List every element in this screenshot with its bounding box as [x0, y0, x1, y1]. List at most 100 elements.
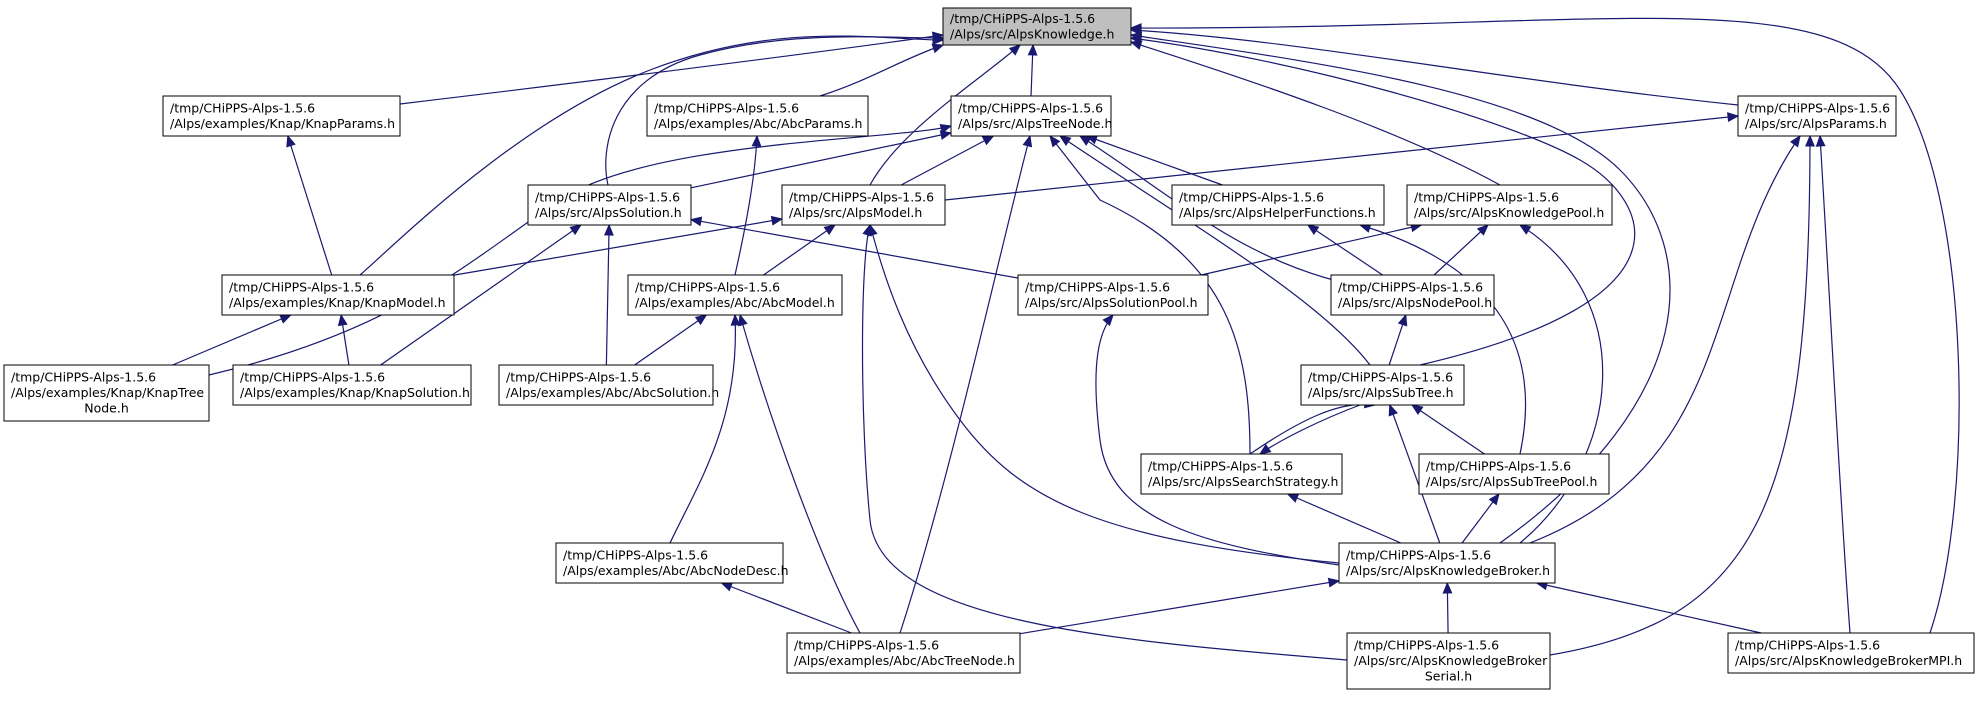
node-treenode[interactable]: /tmp/CHiPPS-Alps-1.5.6/Alps/src/AlpsTree… — [950, 95, 1112, 137]
node-box — [162, 95, 401, 137]
node-subtree[interactable]: /tmp/CHiPPS-Alps-1.5.6/Alps/src/AlpsSubT… — [1300, 364, 1465, 406]
node-knapsol[interactable]: /tmp/CHiPPS-Alps-1.5.6/Alps/examples/Kna… — [232, 364, 472, 406]
arrowhead-knaptree-to-treenode — [939, 124, 953, 134]
arrowhead-abctree-to-abcnodedesc — [720, 582, 734, 592]
node-nodepool[interactable]: /tmp/CHiPPS-Alps-1.5.6/Alps/src/AlpsNode… — [1330, 274, 1495, 316]
node-abcsol[interactable]: /tmp/CHiPPS-Alps-1.5.6/Alps/examples/Abc… — [498, 364, 719, 406]
arrowhead-abcsol-to-solution — [603, 223, 614, 236]
node-search[interactable]: /tmp/CHiPPS-Alps-1.5.6/Alps/src/AlpsSear… — [1140, 453, 1343, 495]
node-label-line: /tmp/CHiPPS-Alps-1.5.6 — [1426, 458, 1571, 473]
arrowhead-abcsol-to-abcmodel — [694, 314, 708, 326]
node-label-line: /Alps/src/AlpsKnowledgeBroker.h — [1346, 563, 1550, 578]
node-solution[interactable]: /tmp/CHiPPS-Alps-1.5.6/Alps/src/AlpsSolu… — [527, 184, 692, 226]
arrowhead-serial-to-params — [1805, 134, 1815, 147]
edge-abcmodel-to-abcparams — [734, 135, 758, 276]
arrowhead-serial-to-model — [862, 223, 872, 237]
node-box — [950, 95, 1112, 137]
node-label-line: Node.h — [84, 401, 129, 416]
edge-nodepool-to-kpool — [1433, 224, 1489, 276]
edge-kpool-to-knowledge — [1130, 41, 1501, 186]
edge-abctree-to-abcnodedesc — [721, 582, 852, 634]
node-params[interactable]: /tmp/CHiPPS-Alps-1.5.6/Alps/src/AlpsPara… — [1737, 95, 1897, 137]
arrowhead-model-to-params — [1727, 112, 1740, 122]
node-label-line: /tmp/CHiPPS-Alps-1.5.6 — [535, 189, 680, 204]
node-box — [1346, 632, 1551, 690]
arrowhead-subtree-to-search — [1258, 443, 1272, 455]
node-label-line: /Alps/src/AlpsSolutionPool.h — [1025, 295, 1198, 310]
node-serial[interactable]: /tmp/CHiPPS-Alps-1.5.6/Alps/src/AlpsKnow… — [1346, 632, 1551, 690]
node-box — [3, 364, 210, 422]
arrowhead-serial-to-broker — [1442, 581, 1453, 594]
node-label-line: /Alps/src/AlpsTreeNode.h — [958, 116, 1112, 131]
node-label-line: /Alps/examples/Abc/AbcParams.h — [654, 116, 862, 131]
node-model[interactable]: /tmp/CHiPPS-Alps-1.5.6/Alps/src/AlpsMode… — [781, 184, 946, 226]
arrowhead-knaptree-to-knapmodel — [279, 314, 292, 324]
node-label-line: Serial.h — [1425, 669, 1472, 684]
node-label-line: /tmp/CHiPPS-Alps-1.5.6 — [1308, 369, 1453, 384]
node-box — [786, 632, 1021, 674]
node-box — [1017, 274, 1209, 316]
node-box — [1140, 453, 1343, 495]
arrowhead-knapsol-to-knapmodel — [337, 313, 348, 327]
arrowhead-broker-to-stpool — [1488, 492, 1500, 506]
node-label-line: /tmp/CHiPPS-Alps-1.5.6 — [789, 189, 934, 204]
node-box — [498, 364, 714, 406]
node-box — [1338, 542, 1556, 584]
node-label-line: /tmp/CHiPPS-Alps-1.5.6 — [1735, 637, 1880, 652]
node-helper[interactable]: /tmp/CHiPPS-Alps-1.5.6/Alps/src/AlpsHelp… — [1171, 184, 1385, 226]
node-label-line: /Alps/src/AlpsHelperFunctions.h — [1179, 205, 1376, 220]
node-stpool[interactable]: /tmp/CHiPPS-Alps-1.5.6/Alps/src/AlpsSubT… — [1418, 453, 1610, 495]
node-knaptree[interactable]: /tmp/CHiPPS-Alps-1.5.6/Alps/examples/Kna… — [3, 364, 210, 422]
node-box — [555, 542, 784, 584]
node-mpi[interactable]: /tmp/CHiPPS-Alps-1.5.6/Alps/src/AlpsKnow… — [1727, 632, 1975, 674]
edge-abcmodel-to-model — [763, 224, 836, 276]
node-abcparams[interactable]: /tmp/CHiPPS-Alps-1.5.6/Alps/examples/Abc… — [646, 95, 869, 137]
edge-solpool-to-solution — [690, 218, 1019, 279]
node-label-line: /tmp/CHiPPS-Alps-1.5.6 — [958, 100, 1103, 115]
arrowhead-knapsol-to-solution — [569, 224, 582, 236]
arrowhead-abcnodedesc-to-abcmodel — [730, 313, 741, 326]
edge-stpool-to-helper — [1359, 224, 1527, 455]
arrowhead-broker-to-knowledge — [1129, 31, 1143, 42]
node-label-line: /tmp/CHiPPS-Alps-1.5.6 — [240, 369, 385, 384]
arrowhead-broker-to-solpool — [1102, 314, 1114, 327]
node-label-line: /Alps/src/AlpsSubTreePool.h — [1426, 474, 1597, 489]
node-label-line: /Alps/src/AlpsModel.h — [789, 205, 922, 220]
edge-abctree-to-abcmodel — [739, 314, 861, 634]
arrowhead-nodepool-to-kpool — [1476, 224, 1489, 236]
node-box — [942, 7, 1132, 46]
edge-knapmodel-to-knapparams — [287, 135, 333, 276]
node-broker[interactable]: /tmp/CHiPPS-Alps-1.5.6/Alps/src/AlpsKnow… — [1338, 542, 1556, 584]
node-abctree[interactable]: /tmp/CHiPPS-Alps-1.5.6/Alps/examples/Abc… — [786, 632, 1021, 674]
node-knapmodel[interactable]: /tmp/CHiPPS-Alps-1.5.6/Alps/examples/Kna… — [221, 274, 455, 316]
node-knowledge[interactable]: /tmp/CHiPPS-Alps-1.5.6/Alps/src/AlpsKnow… — [942, 7, 1132, 46]
node-abcmodel[interactable]: /tmp/CHiPPS-Alps-1.5.6/Alps/examples/Abc… — [627, 274, 843, 316]
node-label-line: /tmp/CHiPPS-Alps-1.5.6 — [563, 547, 708, 562]
edge-abcnodedesc-to-abcmodel — [669, 314, 737, 544]
edge-serial-to-params — [1549, 135, 1811, 656]
arrowhead-nodepool-to-treenode — [1078, 135, 1092, 146]
arrowhead-broker-to-kpool — [1518, 224, 1532, 235]
arrowhead-broker-to-search — [1286, 493, 1300, 503]
edge-knapmodel-to-knowledge — [359, 35, 944, 276]
node-abcnodedesc[interactable]: /tmp/CHiPPS-Alps-1.5.6/Alps/examples/Abc… — [555, 542, 789, 584]
arrowhead-abcparams-to-knowledge — [931, 43, 945, 54]
edge-search-to-subtree — [1249, 403, 1376, 455]
nodes-layer: /tmp/CHiPPS-Alps-1.5.6/Alps/src/AlpsKnow… — [3, 7, 1975, 690]
arrowhead-abctree-to-treenode — [1022, 134, 1033, 148]
edge-broker-to-params — [1529, 135, 1801, 544]
edge-solution-to-treenode — [690, 132, 952, 189]
node-box — [1330, 274, 1495, 316]
node-knapparams[interactable]: /tmp/CHiPPS-Alps-1.5.6/Alps/examples/Kna… — [162, 95, 401, 137]
arrowhead-knapmodel-to-knowledge — [932, 35, 945, 45]
edge-broker-to-model — [869, 224, 1340, 564]
node-solpool[interactable]: /tmp/CHiPPS-Alps-1.5.6/Alps/src/AlpsSolu… — [1017, 274, 1209, 316]
node-box — [1418, 453, 1610, 495]
edge-subtree-to-knowledge — [1130, 37, 1636, 366]
node-kpool[interactable]: /tmp/CHiPPS-Alps-1.5.6/Alps/src/AlpsKnow… — [1406, 184, 1613, 226]
node-label-line: /tmp/CHiPPS-Alps-1.5.6 — [1025, 279, 1170, 294]
node-label-line: /Alps/src/AlpsKnowledgeBrokerMPI.h — [1735, 653, 1962, 668]
arrowhead-knapmodel-to-model — [770, 215, 784, 226]
arrowhead-broker-to-subtree — [1388, 403, 1398, 417]
